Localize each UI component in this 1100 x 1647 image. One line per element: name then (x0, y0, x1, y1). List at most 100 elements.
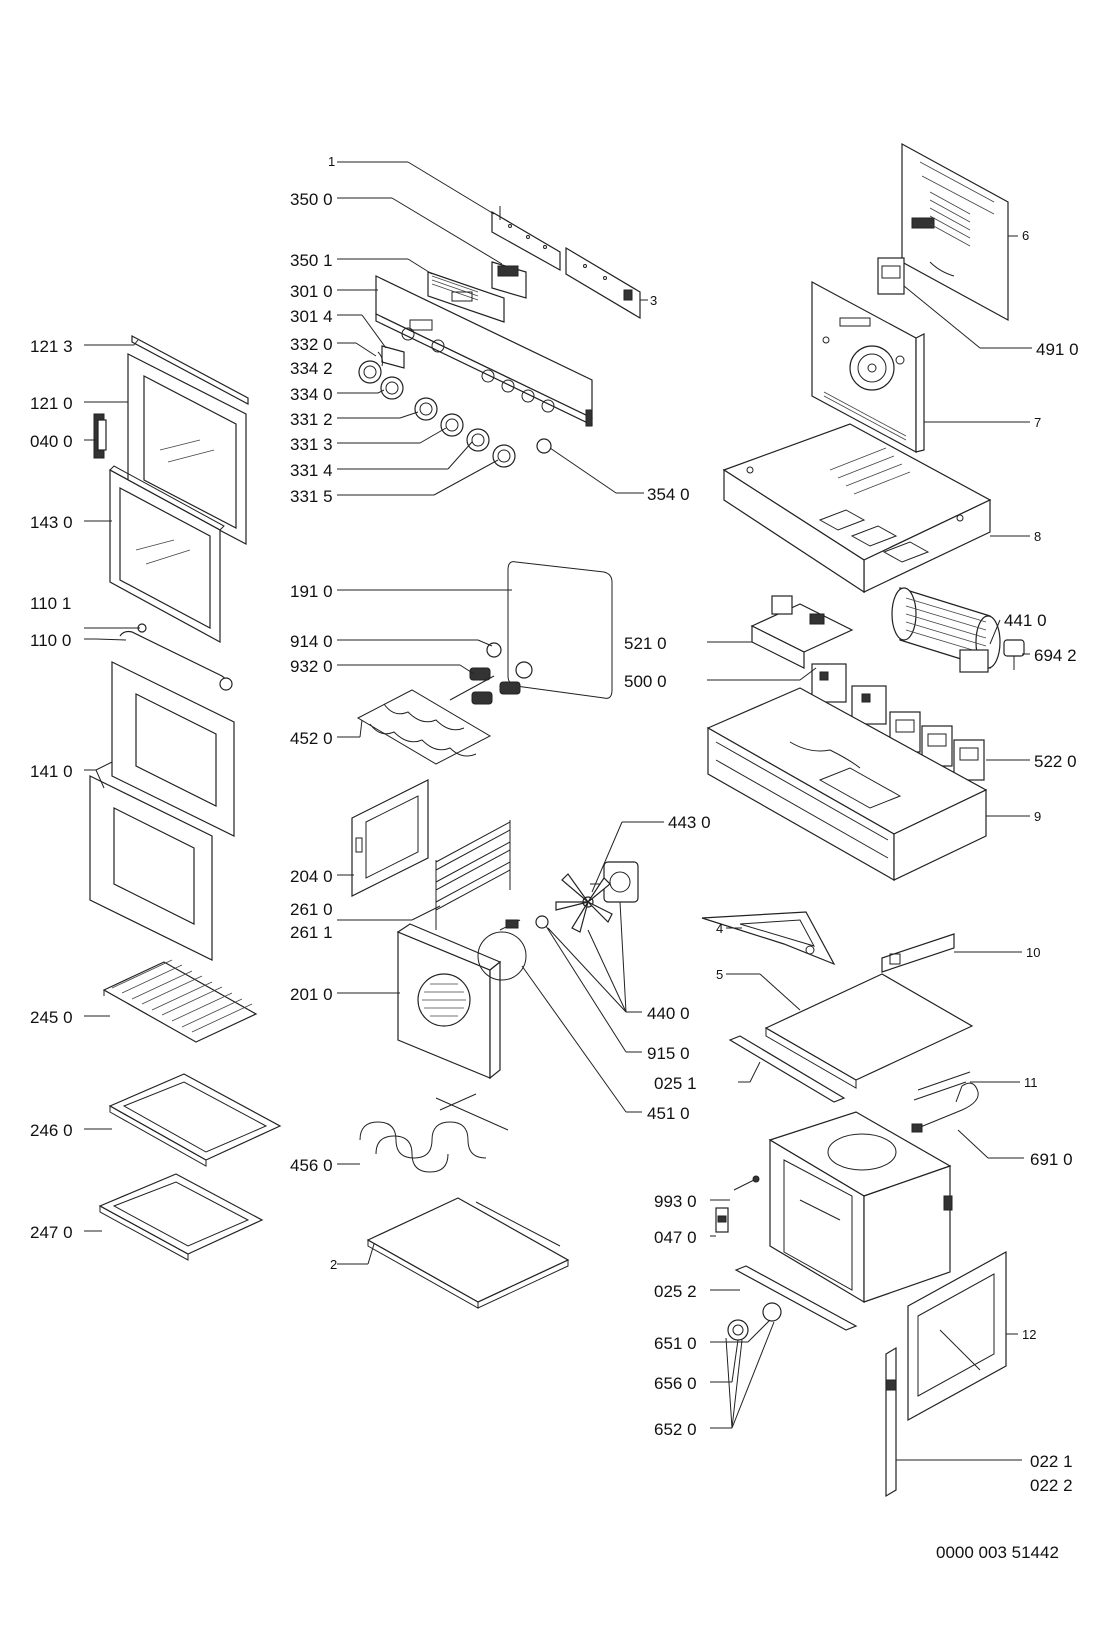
label-0470: 047 0 (654, 1228, 697, 1247)
part-ring-element-4510 (477, 919, 527, 981)
label-6560: 656 0 (654, 1374, 697, 1393)
label-3314: 331 4 (290, 461, 333, 480)
label-2040: 204 0 (290, 867, 333, 886)
label-2470: 247 0 (30, 1223, 73, 1242)
part-module-3500 (491, 261, 527, 299)
part-fan-motor-4430 (590, 861, 639, 903)
part-gasket-1910 (507, 561, 613, 699)
part-side-rails-2610 (435, 820, 511, 930)
document-code: 0000 003 51442 (936, 1543, 1059, 1562)
label-6910: 691 0 (1030, 1150, 1073, 1169)
part-springs-9320 (469, 667, 521, 705)
part-top-cover-8 (722, 423, 992, 594)
label-1101: 110 1 (30, 594, 71, 613)
label-9: 9 (1034, 809, 1041, 824)
part-clip-0470 (715, 1207, 729, 1233)
label-1: 1 (328, 154, 335, 169)
part-display-3501 (427, 271, 505, 323)
label-6520: 652 0 (654, 1420, 697, 1439)
label-1410: 141 0 (30, 762, 73, 781)
label-1100: 110 0 (30, 631, 71, 650)
label-3340: 334 0 (290, 385, 333, 404)
part-hinge-strip-0221 (885, 1346, 897, 1498)
part-tangential-fan-4410 (891, 587, 1001, 673)
part-screw-9930 (733, 1175, 760, 1191)
label-6510: 651 0 (654, 1334, 697, 1353)
leader-lines (84, 161, 1032, 1461)
label-1213: 121 3 (30, 337, 73, 356)
label-4400: 440 0 (647, 1004, 690, 1023)
label-0252: 025 2 (654, 1282, 697, 1301)
part-side-panel-2040 (351, 779, 429, 897)
part-tray-2460 (108, 1073, 282, 1167)
label-4410: 441 0 (1004, 611, 1047, 630)
label-3320: 332 0 (290, 335, 333, 354)
label-8: 8 (1034, 529, 1041, 544)
part-shelf-plate-5 (764, 973, 974, 1089)
label-1430: 143 0 (30, 513, 73, 532)
part-control-panel-3010 (375, 275, 593, 427)
label-5000: 500 0 (624, 672, 667, 691)
label-3342: 334 2 (290, 359, 333, 378)
label-5: 5 (716, 967, 723, 982)
part-bracket-4 (701, 911, 836, 966)
label-3: 3 (650, 293, 657, 308)
part-thermostat-6942 (1003, 639, 1025, 670)
label-3313: 331 3 (290, 435, 333, 454)
label-9150: 915 0 (647, 1044, 690, 1063)
part-outer-glass-1410 (89, 661, 235, 961)
label-9140: 914 0 (290, 632, 333, 651)
part-tray-2470 (98, 1173, 264, 1261)
part-modules-5220 (889, 711, 985, 781)
part-handle-1100 (119, 630, 233, 691)
label-0251: 025 1 (654, 1074, 697, 1093)
part-probe-6910 (911, 1082, 979, 1133)
label-2610: 261 0 (290, 900, 333, 919)
label-1210: 121 0 (30, 394, 73, 413)
part-back-panel-7 (811, 280, 925, 454)
part-bottom-element-4560 (359, 1093, 509, 1173)
label-3315: 331 5 (290, 487, 333, 506)
part-hinge-0400 (93, 413, 107, 459)
part-oven-cavity (768, 1111, 953, 1304)
label-11: 11 (1024, 1075, 1038, 1090)
label-4520: 452 0 (290, 729, 333, 748)
part-component-4910 (877, 257, 905, 295)
label-3500: 350 0 (290, 190, 333, 209)
part-rail-0252 (734, 1265, 858, 1331)
part-glass-frame-1430 (109, 465, 225, 644)
label-3010: 301 0 (290, 282, 333, 301)
label-6942: 694 2 (1034, 646, 1077, 665)
part-grill-element-4520 (356, 675, 495, 765)
label-1910: 191 0 (290, 582, 333, 601)
part-fan-cover-2010 (396, 923, 502, 1080)
part-rail-0251 (728, 1035, 846, 1103)
label-0221: 022 1 (1030, 1452, 1073, 1471)
label-2460: 246 0 (30, 1121, 73, 1140)
part-rail-11 (913, 1071, 971, 1101)
label-4510: 451 0 (647, 1104, 690, 1123)
label-4430: 443 0 (668, 813, 711, 832)
part-bracket-3 (565, 246, 641, 320)
label-2611: 261 1 (290, 923, 333, 942)
label-3312: 331 2 (290, 410, 333, 429)
label-7: 7 (1034, 415, 1041, 430)
part-fan-blade-4400 (535, 873, 613, 933)
part-shelf-grid-2450 (102, 959, 258, 1043)
part-rear-panel-6 (901, 142, 1009, 322)
label-4910: 491 0 (1036, 340, 1079, 359)
part-relays-5000 (811, 663, 887, 725)
part-labels: 1 350 0 3 350 1 301 0 301 4 332 0 334 2 … (30, 154, 1079, 1562)
label-0400: 040 0 (30, 432, 73, 451)
part-door-frame-12 (907, 1250, 1007, 1422)
label-2450: 245 0 (30, 1008, 73, 1027)
label-0222: 022 2 (1030, 1476, 1073, 1495)
label-2010: 201 0 (290, 985, 333, 1004)
part-door-seal-1213 (131, 334, 249, 406)
label-12: 12 (1022, 1327, 1036, 1342)
label-5210: 521 0 (624, 634, 667, 653)
label-3501: 350 1 (290, 251, 333, 270)
label-4560: 456 0 (290, 1156, 333, 1175)
